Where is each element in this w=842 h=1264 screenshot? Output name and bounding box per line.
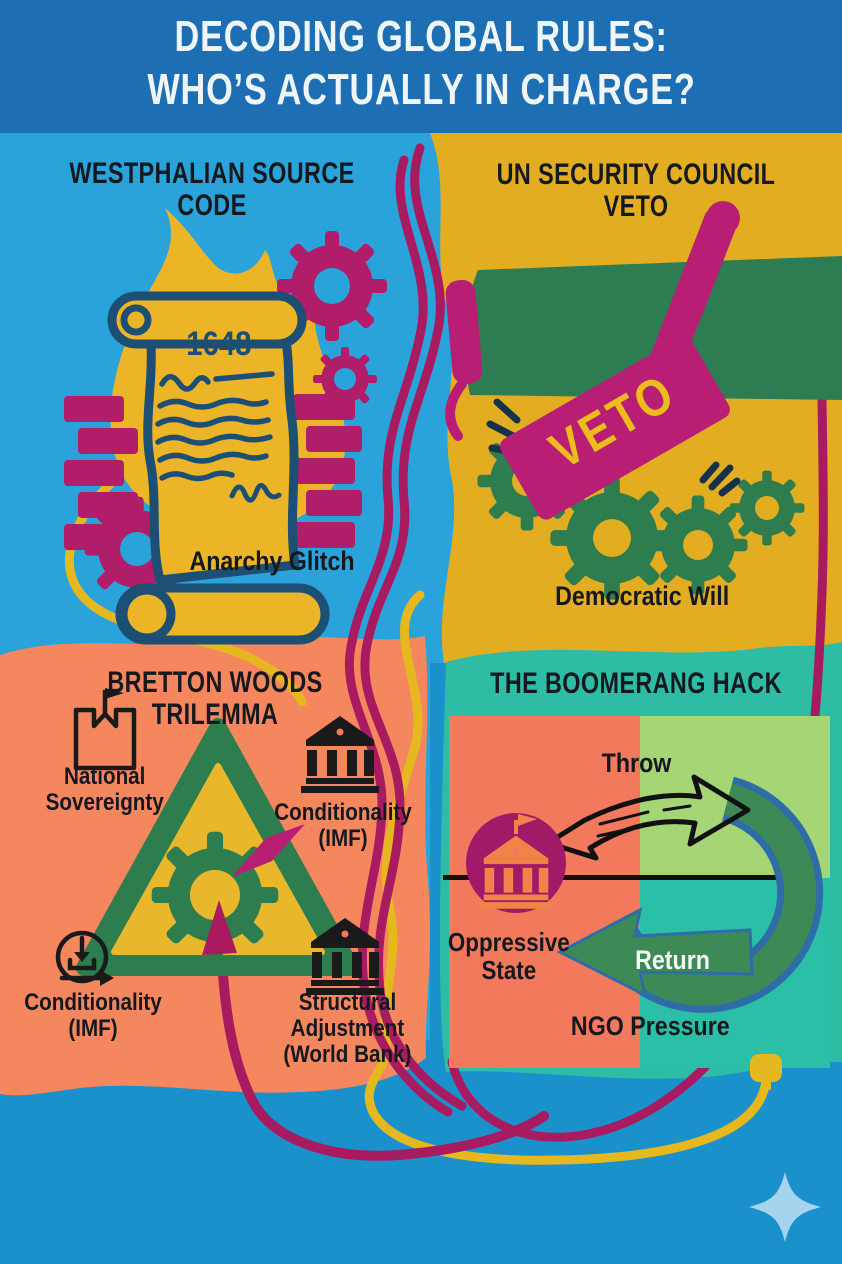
scroll-icon — [107, 291, 330, 645]
veto-stamp-icon — [500, 201, 740, 520]
council-table — [465, 256, 842, 400]
conditionality-imf-right-label: Conditionality (IMF) — [274, 799, 412, 852]
ngo-pressure-label: NGO Pressure — [570, 1011, 730, 1041]
democratic-will-caption: Democratic Will — [554, 581, 729, 611]
main-title-line1: DECODING GLOBAL RULES: — [174, 12, 668, 61]
oppressive-state-label: Oppressive State — [448, 927, 570, 986]
un-illustration — [445, 201, 842, 600]
impact-marks-icon — [486, 398, 741, 497]
scroll-year: 1648 — [186, 325, 252, 363]
bank-flag-circle-icon — [466, 813, 566, 913]
gear-icon — [151, 831, 279, 959]
main-title-line2: WHO’S ACTUALLY IN CHARGE? — [146, 65, 696, 114]
gear-icon — [84, 231, 387, 602]
bretton-title: BRETTON WOODS TRILEMMA — [107, 666, 323, 732]
ground-line — [443, 875, 820, 880]
transfer-circle-icon — [55, 930, 114, 986]
trade-off-arrow-icon — [232, 824, 305, 877]
castle-icon — [73, 688, 137, 771]
throw-label: Throw — [601, 748, 671, 778]
return-arrow-icon — [556, 907, 754, 998]
title-band — [0, 0, 842, 133]
plug-icon — [750, 1054, 782, 1090]
national-sovereignty-label: National Sovereignty — [45, 763, 164, 816]
conditionality-imf-left-label: Conditionality (IMF) — [23, 989, 162, 1042]
boomerang-title: THE BOOMERANG HACK — [490, 667, 782, 700]
up-arrow-icon — [202, 900, 237, 955]
return-label: Return — [634, 945, 710, 975]
throw-arrow-icon — [545, 774, 751, 861]
un-veto-title: UN SECURITY COUNCIL VETO — [496, 158, 776, 224]
sparkle-icon — [749, 1172, 821, 1242]
boomerang-illustration — [443, 716, 830, 1090]
westphalian-title: WESTPHALIAN SOURCE CODE — [69, 157, 355, 223]
structural-adjustment-label: Structural Adjustment (World Bank) — [282, 989, 412, 1068]
anarchy-glitch-caption: Anarchy Glitch — [189, 546, 355, 576]
bretton-illustration — [55, 688, 384, 995]
westphalian-illustration — [64, 208, 387, 645]
